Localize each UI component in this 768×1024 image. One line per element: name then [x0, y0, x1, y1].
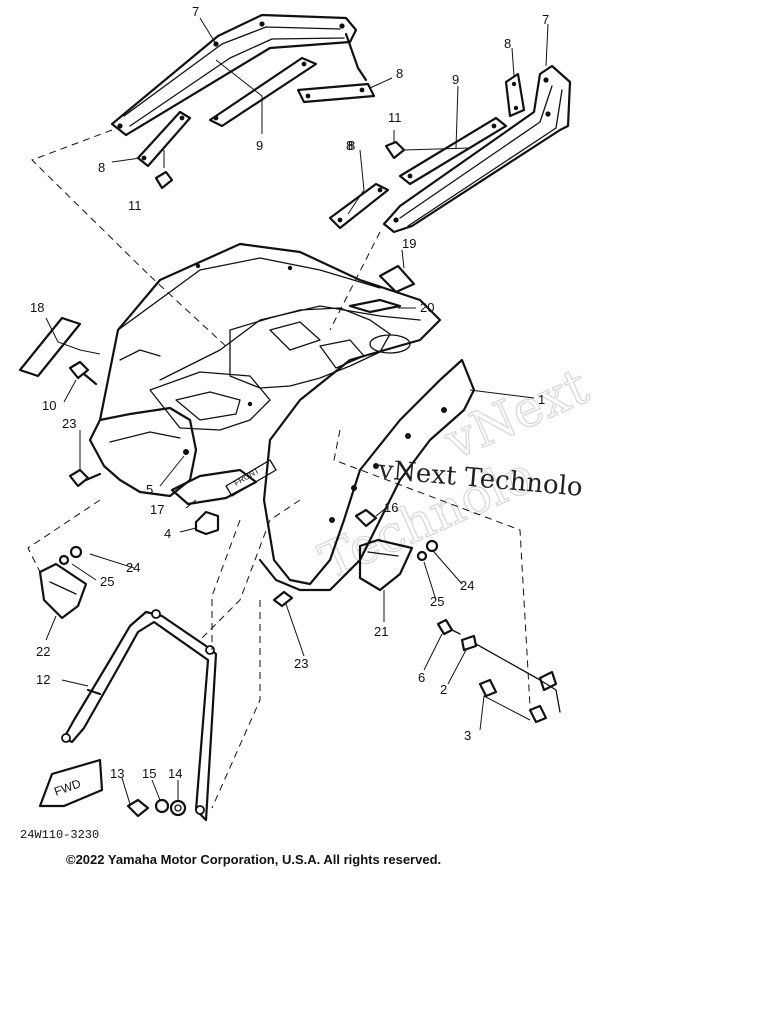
- callout-24-left: 24: [126, 560, 140, 575]
- rear-fender: FRONT: [98, 242, 476, 592]
- copyright-notice: ©2022 Yamaha Motor Corporation, U.S.A. A…: [66, 852, 441, 867]
- callout-11-left: 11: [128, 198, 142, 213]
- callout-3: 3: [464, 728, 471, 743]
- harness-2: [460, 634, 561, 713]
- callout-4: 4: [164, 526, 171, 541]
- mud-flap-17: [170, 468, 258, 506]
- splash-guard-left: [88, 406, 198, 498]
- carrier-stay-left-mid: [208, 56, 318, 128]
- rear-carrier-left: [110, 13, 368, 137]
- splash-guard-22: [38, 562, 88, 620]
- bolt-10: [68, 360, 98, 386]
- bolt-right: [384, 140, 471, 160]
- callout-1: 1: [538, 392, 545, 407]
- carrier-stay-left-lower: [136, 110, 192, 168]
- callout-8-left-lower: 8: [98, 160, 105, 175]
- callout-8-center: 8: [348, 138, 355, 153]
- callout-15: 15: [142, 766, 156, 781]
- bulb-3: [478, 678, 548, 724]
- bolt-left: [154, 150, 174, 190]
- callout-17: 17: [150, 502, 164, 517]
- callout-25-right: 25: [430, 594, 444, 609]
- callout-8-right-top: 8: [504, 36, 511, 51]
- callout-7-left: 7: [192, 4, 199, 19]
- callout-13: 13: [110, 766, 124, 781]
- carrier-stay-right-mid: [398, 116, 508, 186]
- screw-6: [436, 618, 461, 636]
- carrier-stay-left-upper: [296, 82, 376, 104]
- callout-8-left-upper: 8: [396, 66, 403, 81]
- callout-5: 5: [146, 482, 153, 497]
- callout-20: 20: [420, 300, 434, 315]
- forward-arrow-label: FWD: [52, 776, 83, 799]
- washer-left: [58, 545, 83, 566]
- callout-24-right: 24: [460, 578, 474, 593]
- fender-stay-12: [61, 609, 218, 822]
- callout-12: 12: [36, 672, 50, 687]
- callout-19: 19: [402, 236, 416, 251]
- callout-10: 10: [42, 398, 56, 413]
- bolt-13: [126, 798, 150, 818]
- dashed-reference-lines: [27, 129, 531, 809]
- callout-labels: 7 8 9 8 8 11 8 7 9 11 8 19 20 18 10 1 23…: [30, 4, 549, 781]
- callout-2: 2: [440, 682, 447, 697]
- callout-7-right: 7: [542, 12, 549, 27]
- callout-21: 21: [374, 624, 388, 639]
- damper-4: [179, 510, 220, 536]
- callout-23-center: 23: [294, 656, 308, 671]
- label-19: [378, 264, 416, 294]
- callout-14: 14: [168, 766, 182, 781]
- callout-8-right-lower: 8: [346, 138, 353, 153]
- rear-carrier-right: [382, 64, 572, 234]
- nut-14: [169, 799, 187, 817]
- callout-18: 18: [30, 300, 44, 315]
- fender-front-text: FRONT: [233, 466, 261, 488]
- washer-15: [154, 798, 170, 814]
- callout-11-right: 11: [388, 110, 402, 125]
- nut-16: [354, 508, 378, 528]
- leader-lines: [45, 17, 549, 805]
- splash-guard-right: [358, 538, 414, 592]
- callout-9-right: 9: [452, 72, 459, 87]
- callout-23-left: 23: [62, 416, 76, 431]
- callout-25-left: 25: [100, 574, 114, 589]
- strip-20: [348, 298, 402, 314]
- callout-22: 22: [36, 644, 50, 659]
- callout-9-left: 9: [256, 138, 263, 153]
- bolt-23-center: [272, 590, 294, 608]
- pad-18: [18, 316, 82, 378]
- washer-right: [416, 539, 439, 562]
- carrier-stay-right-upper: [504, 72, 526, 118]
- callout-6: 6: [418, 670, 425, 685]
- callout-16: 16: [384, 500, 398, 515]
- forward-arrow: FWD: [38, 758, 104, 808]
- bolt-23-left: [68, 468, 102, 488]
- diagram-code: 24W110-3230: [20, 828, 99, 842]
- carrier-stay-right-lower: [328, 182, 390, 230]
